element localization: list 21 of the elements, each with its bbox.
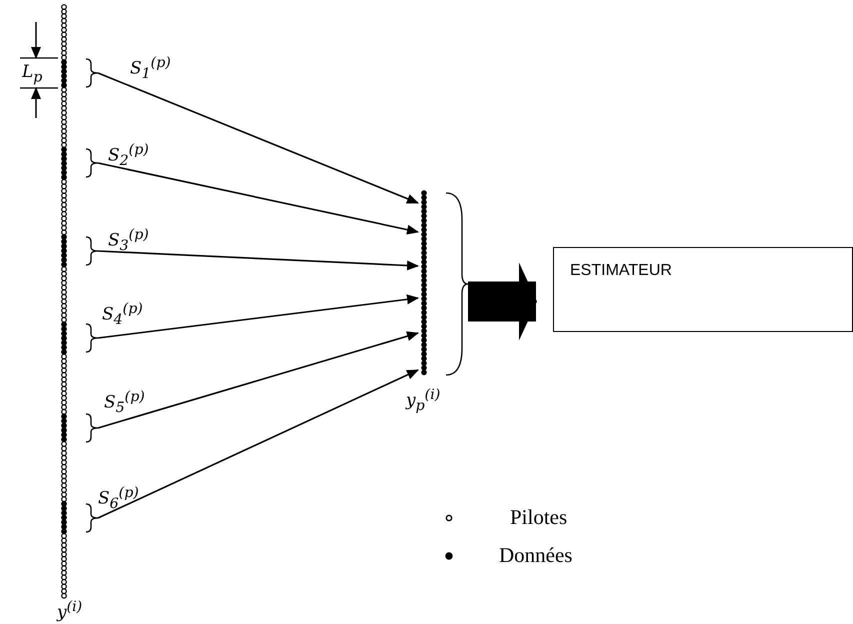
arrow (98, 162, 419, 235)
curly-brace (86, 148, 98, 178)
legend-label: Pilotes (510, 505, 568, 530)
arrow (98, 294, 419, 339)
curly-brace (86, 323, 98, 353)
curly-brace (86, 236, 98, 266)
signal-label: y$^{(i)}$ (57, 600, 82, 622)
curly-brace (86, 503, 98, 533)
curly-brace (86, 413, 98, 443)
curly-brace (86, 58, 98, 88)
dimension-label: L$_{p}$ (22, 64, 42, 85)
symbol-column (58, 4, 70, 598)
block-arrow (468, 262, 537, 340)
legend-label: Données (499, 543, 572, 568)
process-box (553, 247, 853, 332)
symbol-column (418, 190, 468, 378)
arrow (98, 250, 419, 270)
box-label: ESTIMATEUR (570, 262, 672, 280)
arrow (98, 369, 419, 519)
arrow (98, 331, 419, 429)
arrow (98, 72, 419, 204)
